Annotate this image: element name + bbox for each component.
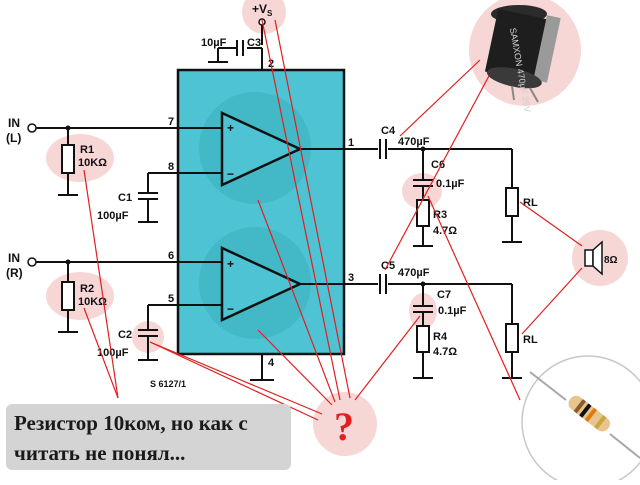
r2-label: R2 — [80, 283, 94, 295]
amp-top-plus: + — [227, 121, 234, 135]
rl-bottom-resistor — [505, 323, 519, 353]
pin-8-label: 8 — [168, 161, 174, 173]
c2-label: C2 — [118, 329, 132, 341]
r1-value: 10KΩ — [78, 157, 107, 169]
c4-label: C4 — [381, 125, 396, 137]
amp-bottom-minus: − — [227, 302, 234, 316]
r4-value: 4.7Ω — [433, 346, 457, 358]
r3-value: 4.7Ω — [433, 225, 457, 237]
r3-resistor — [416, 199, 430, 227]
amp-bottom-triangle — [220, 246, 303, 322]
speaker-cone — [592, 240, 603, 276]
speaker-impedance: 8Ω — [604, 255, 618, 266]
amp-top-minus: − — [227, 167, 234, 181]
pin-4-label: 4 — [268, 357, 275, 369]
rl-bottom-label: RL — [523, 334, 538, 346]
pin-7-label: 7 — [168, 116, 174, 128]
c1-label: C1 — [118, 192, 132, 204]
c7-value: 0.1µF — [438, 305, 467, 317]
c3-value: 10µF — [201, 37, 227, 49]
in-l-label: IN — [8, 116, 20, 130]
chip-code: S 6127/1 — [150, 379, 186, 389]
amp-top-triangle — [220, 111, 303, 187]
svg-text:+VS: +VS — [252, 2, 273, 18]
c4-value: 470µF — [398, 136, 430, 148]
vs-highlight — [242, 0, 286, 34]
caption-line-1: Резистор 10ком, но как с — [14, 411, 248, 435]
question-highlight — [313, 392, 377, 456]
question-caption: Резистор 10ком, но как с читать не понял… — [6, 404, 291, 470]
in-r-terminal — [27, 257, 37, 267]
vs-label: +V — [252, 2, 267, 16]
c5-label: C5 — [381, 260, 395, 272]
rl-top-label: RL — [523, 197, 538, 209]
caption-line-2: читать не понял... — [14, 441, 186, 465]
r1-resistor — [61, 144, 75, 174]
amp-bottom-plus: + — [227, 257, 234, 271]
c1-value: 100µF — [97, 210, 129, 222]
c6-label: C6 — [431, 159, 445, 171]
pin-1-label: 1 — [348, 137, 354, 149]
pin-3-label: 3 — [348, 272, 354, 284]
question-mark: ? — [334, 404, 354, 449]
resistor-photo-frame — [521, 355, 640, 485]
in-r-label: IN — [8, 251, 20, 265]
in-l-channel: (L) — [6, 131, 21, 145]
resistor-photo — [529, 371, 640, 459]
c2-value: 100µF — [97, 347, 129, 359]
r2-resistor — [61, 281, 75, 311]
annotation-lines — [83, 19, 583, 421]
c6-value: 0.1µF — [436, 178, 465, 190]
c5-value: 470µF — [398, 267, 430, 279]
rl-top-resistor — [505, 187, 519, 217]
c7-label: C7 — [437, 289, 451, 301]
r4-label: R4 — [433, 331, 448, 343]
in-l-terminal — [27, 123, 37, 133]
pin-5-label: 5 — [168, 293, 174, 305]
vs-subscript: S — [267, 9, 273, 18]
in-r-channel: (R) — [6, 266, 23, 280]
speaker-icon — [584, 249, 594, 267]
capacitor-photo: SAMXON 470µF 25V — [484, 5, 561, 113]
r3-label: R3 — [433, 209, 447, 221]
c3-label: C3 — [247, 37, 261, 49]
r1-label: R1 — [80, 144, 94, 156]
pin-6-label: 6 — [168, 250, 174, 262]
r4-resistor — [416, 325, 430, 353]
r2-value: 10KΩ — [78, 296, 107, 308]
